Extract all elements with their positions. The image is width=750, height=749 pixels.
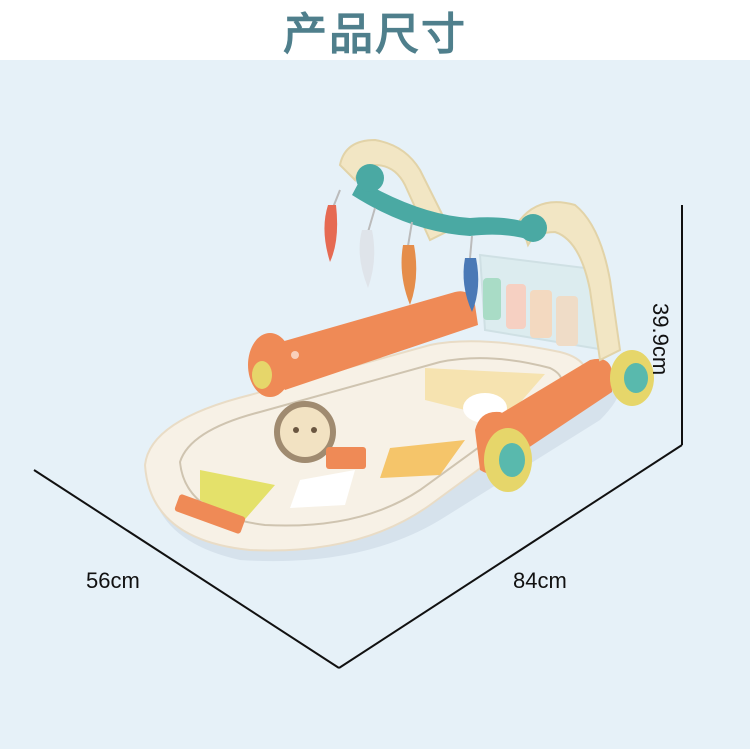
- page-title: 产品尺寸: [283, 9, 467, 60]
- piano-key-pink: [506, 284, 526, 329]
- length-dimension-line: [338, 444, 683, 669]
- mat-label-tag: [326, 447, 366, 469]
- toy-red: [324, 205, 338, 262]
- piano-key-cream: [556, 296, 578, 346]
- frame-left-bar: [248, 291, 478, 397]
- play-mat: [143, 340, 588, 552]
- piano-key-peach: [530, 290, 552, 338]
- toy-blue: [463, 258, 479, 312]
- wheels: [484, 350, 654, 492]
- toy-white: [359, 230, 375, 288]
- mat-text-tag: [174, 494, 246, 534]
- teal-arch-bar: [352, 180, 535, 240]
- piano-key-green: [483, 278, 501, 320]
- width-dimension-label: 56cm: [86, 568, 140, 593]
- lion-face-icon: [274, 401, 336, 463]
- height-dimension-label: 39.9cm: [648, 303, 673, 376]
- dimension-lines: [33, 205, 683, 669]
- toy-orange: [401, 245, 417, 305]
- length-dimension-label: 84cm: [513, 568, 567, 593]
- header: 产品尺寸: [0, 0, 750, 60]
- hanging-toys: [324, 189, 479, 312]
- left-wheel: [252, 361, 272, 389]
- width-dimension-line: [33, 469, 340, 669]
- mat-tile-orange: [380, 440, 465, 478]
- mat-tile-white: [290, 470, 355, 508]
- piano-panel: [478, 253, 607, 352]
